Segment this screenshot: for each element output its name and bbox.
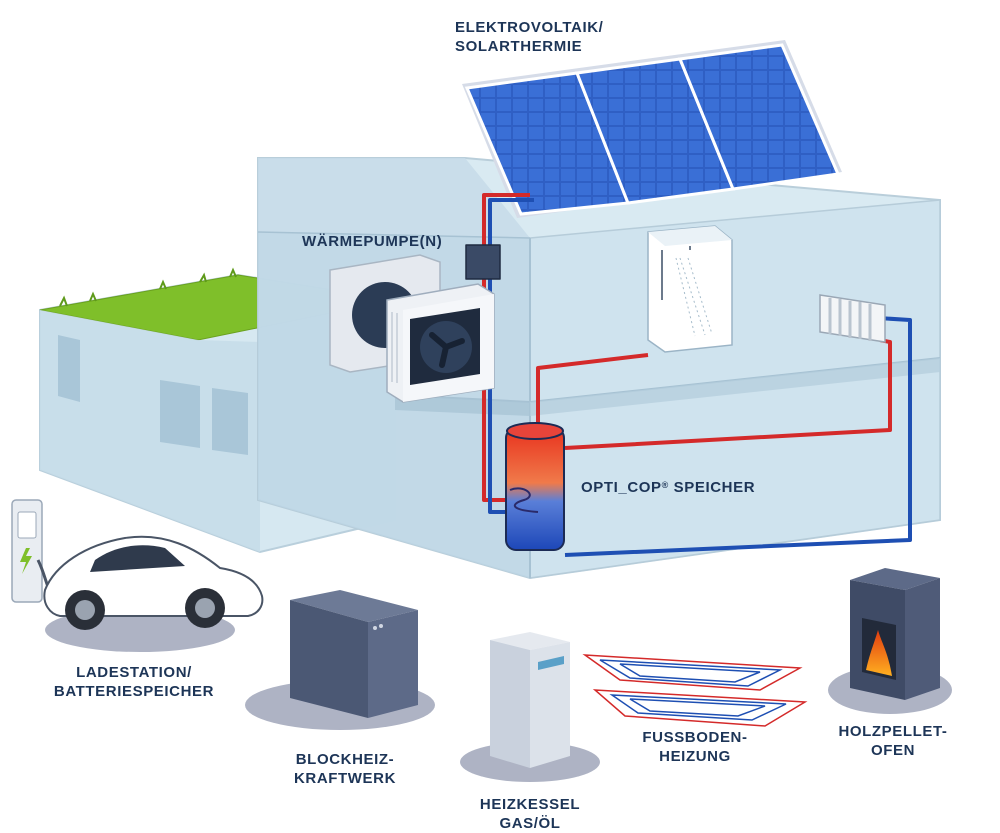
label-storage-suffix: SPEICHER [668, 479, 756, 496]
label-solar-line1: ELEKTROVOLTAIK/ [455, 19, 604, 36]
label-solar: ELEKTROVOLTAIK/ SOLARTHERMIE [455, 18, 603, 56]
label-boiler: HEIZKESSEL GAS/ÖL [470, 795, 590, 833]
label-boiler-line2: GAS/ÖL [499, 815, 561, 832]
label-charging-line1: LADESTATION/ [76, 664, 192, 681]
label-floor: FUSSBODEN- HEIZUNG [635, 728, 755, 766]
floor-heating [582, 654, 808, 727]
label-boiler-line1: HEIZKESSEL [479, 796, 581, 813]
car [43, 535, 264, 652]
label-storage-name: OPTI_COP [581, 479, 662, 496]
solar-panel [462, 40, 842, 218]
label-stove-line1: HOLZPELLET- [838, 723, 948, 740]
label-stove-line2: OFEN [870, 742, 916, 759]
label-floor-line1: FUSSBODEN- [642, 729, 748, 746]
shower [647, 225, 733, 353]
storage-tank [505, 422, 565, 551]
radiator [819, 294, 886, 343]
label-heatpump: WÄRMEPUMPE(N) [302, 233, 443, 250]
label-storage-reg: ® [661, 480, 669, 490]
label-charging: LADESTATION/ BATTERIESPEICHER [34, 663, 234, 701]
label-floor-line2: HEIZUNG [659, 748, 731, 765]
label-solar-line2: SOLARTHERMIE [455, 38, 583, 55]
pellet-stove [828, 568, 952, 714]
label-chp: BLOCKHEIZ- KRAFTWERK [285, 750, 405, 788]
label-chp-line1: BLOCKHEIZ- [295, 751, 395, 768]
boiler [460, 632, 600, 782]
chp-unit [245, 590, 435, 730]
label-stove: HOLZPELLET- OFEN [828, 722, 958, 760]
grass [59, 267, 237, 307]
label-storage: OPTI_COP® SPEICHER [581, 478, 755, 497]
label-charging-line2: BATTERIESPEICHER [53, 683, 215, 700]
label-chp-line2: KRAFTWERK [293, 770, 397, 787]
heat-pump-front [386, 283, 495, 403]
charging-station [11, 499, 61, 603]
